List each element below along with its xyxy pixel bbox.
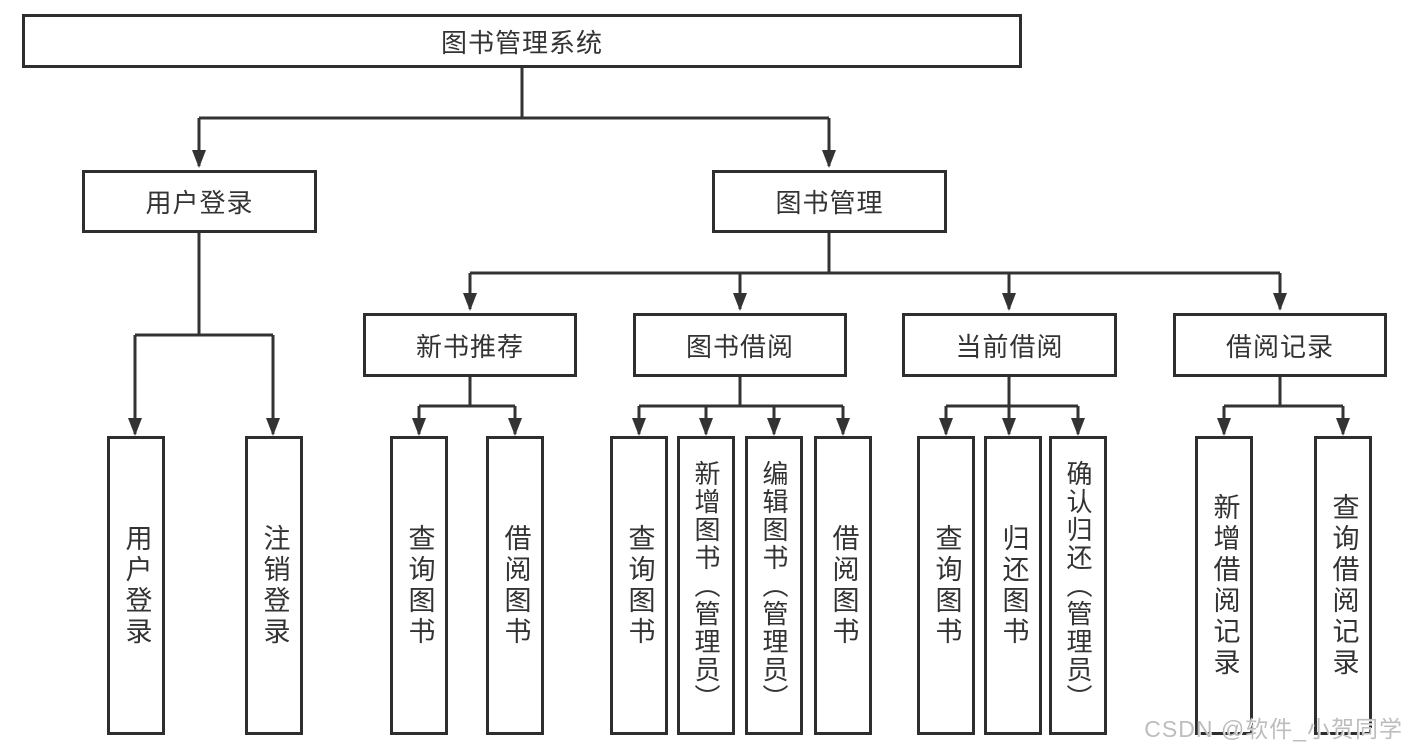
node-book-manage: 图书管理 [712,170,947,233]
leaf-user-login: 用户登录 [107,436,165,735]
leaf-nbr-query-book: 查询图书 [390,436,448,735]
leaf-bb-edit-book-admin: 编辑图书（管理员） [745,436,803,735]
leaf-logout: 注销登录 [245,436,303,735]
leaf-br-query-record: 查询借阅记录 [1314,436,1372,735]
node-borrow-record: 借阅记录 [1173,313,1387,377]
leaf-bb-query-book: 查询图书 [610,436,668,735]
leaf-br-add-record: 新增借阅记录 [1195,436,1253,735]
node-user-login: 用户登录 [82,170,317,233]
leaf-bb-add-book-admin: 新增图书（管理员） [677,436,735,735]
leaf-cb-return-book: 归还图书 [984,436,1042,735]
node-book-borrow: 图书借阅 [633,313,847,377]
leaf-nbr-borrow-book: 借阅图书 [486,436,544,735]
node-new-book-recommend: 新书推荐 [363,313,577,377]
leaf-bb-borrow-book: 借阅图书 [814,436,872,735]
leaf-cb-confirm-return-admin: 确认归还（管理员） [1049,436,1107,735]
node-current-borrow: 当前借阅 [902,313,1117,377]
node-root-system: 图书管理系统 [22,14,1022,68]
leaf-cb-query-book: 查询图书 [917,436,975,735]
